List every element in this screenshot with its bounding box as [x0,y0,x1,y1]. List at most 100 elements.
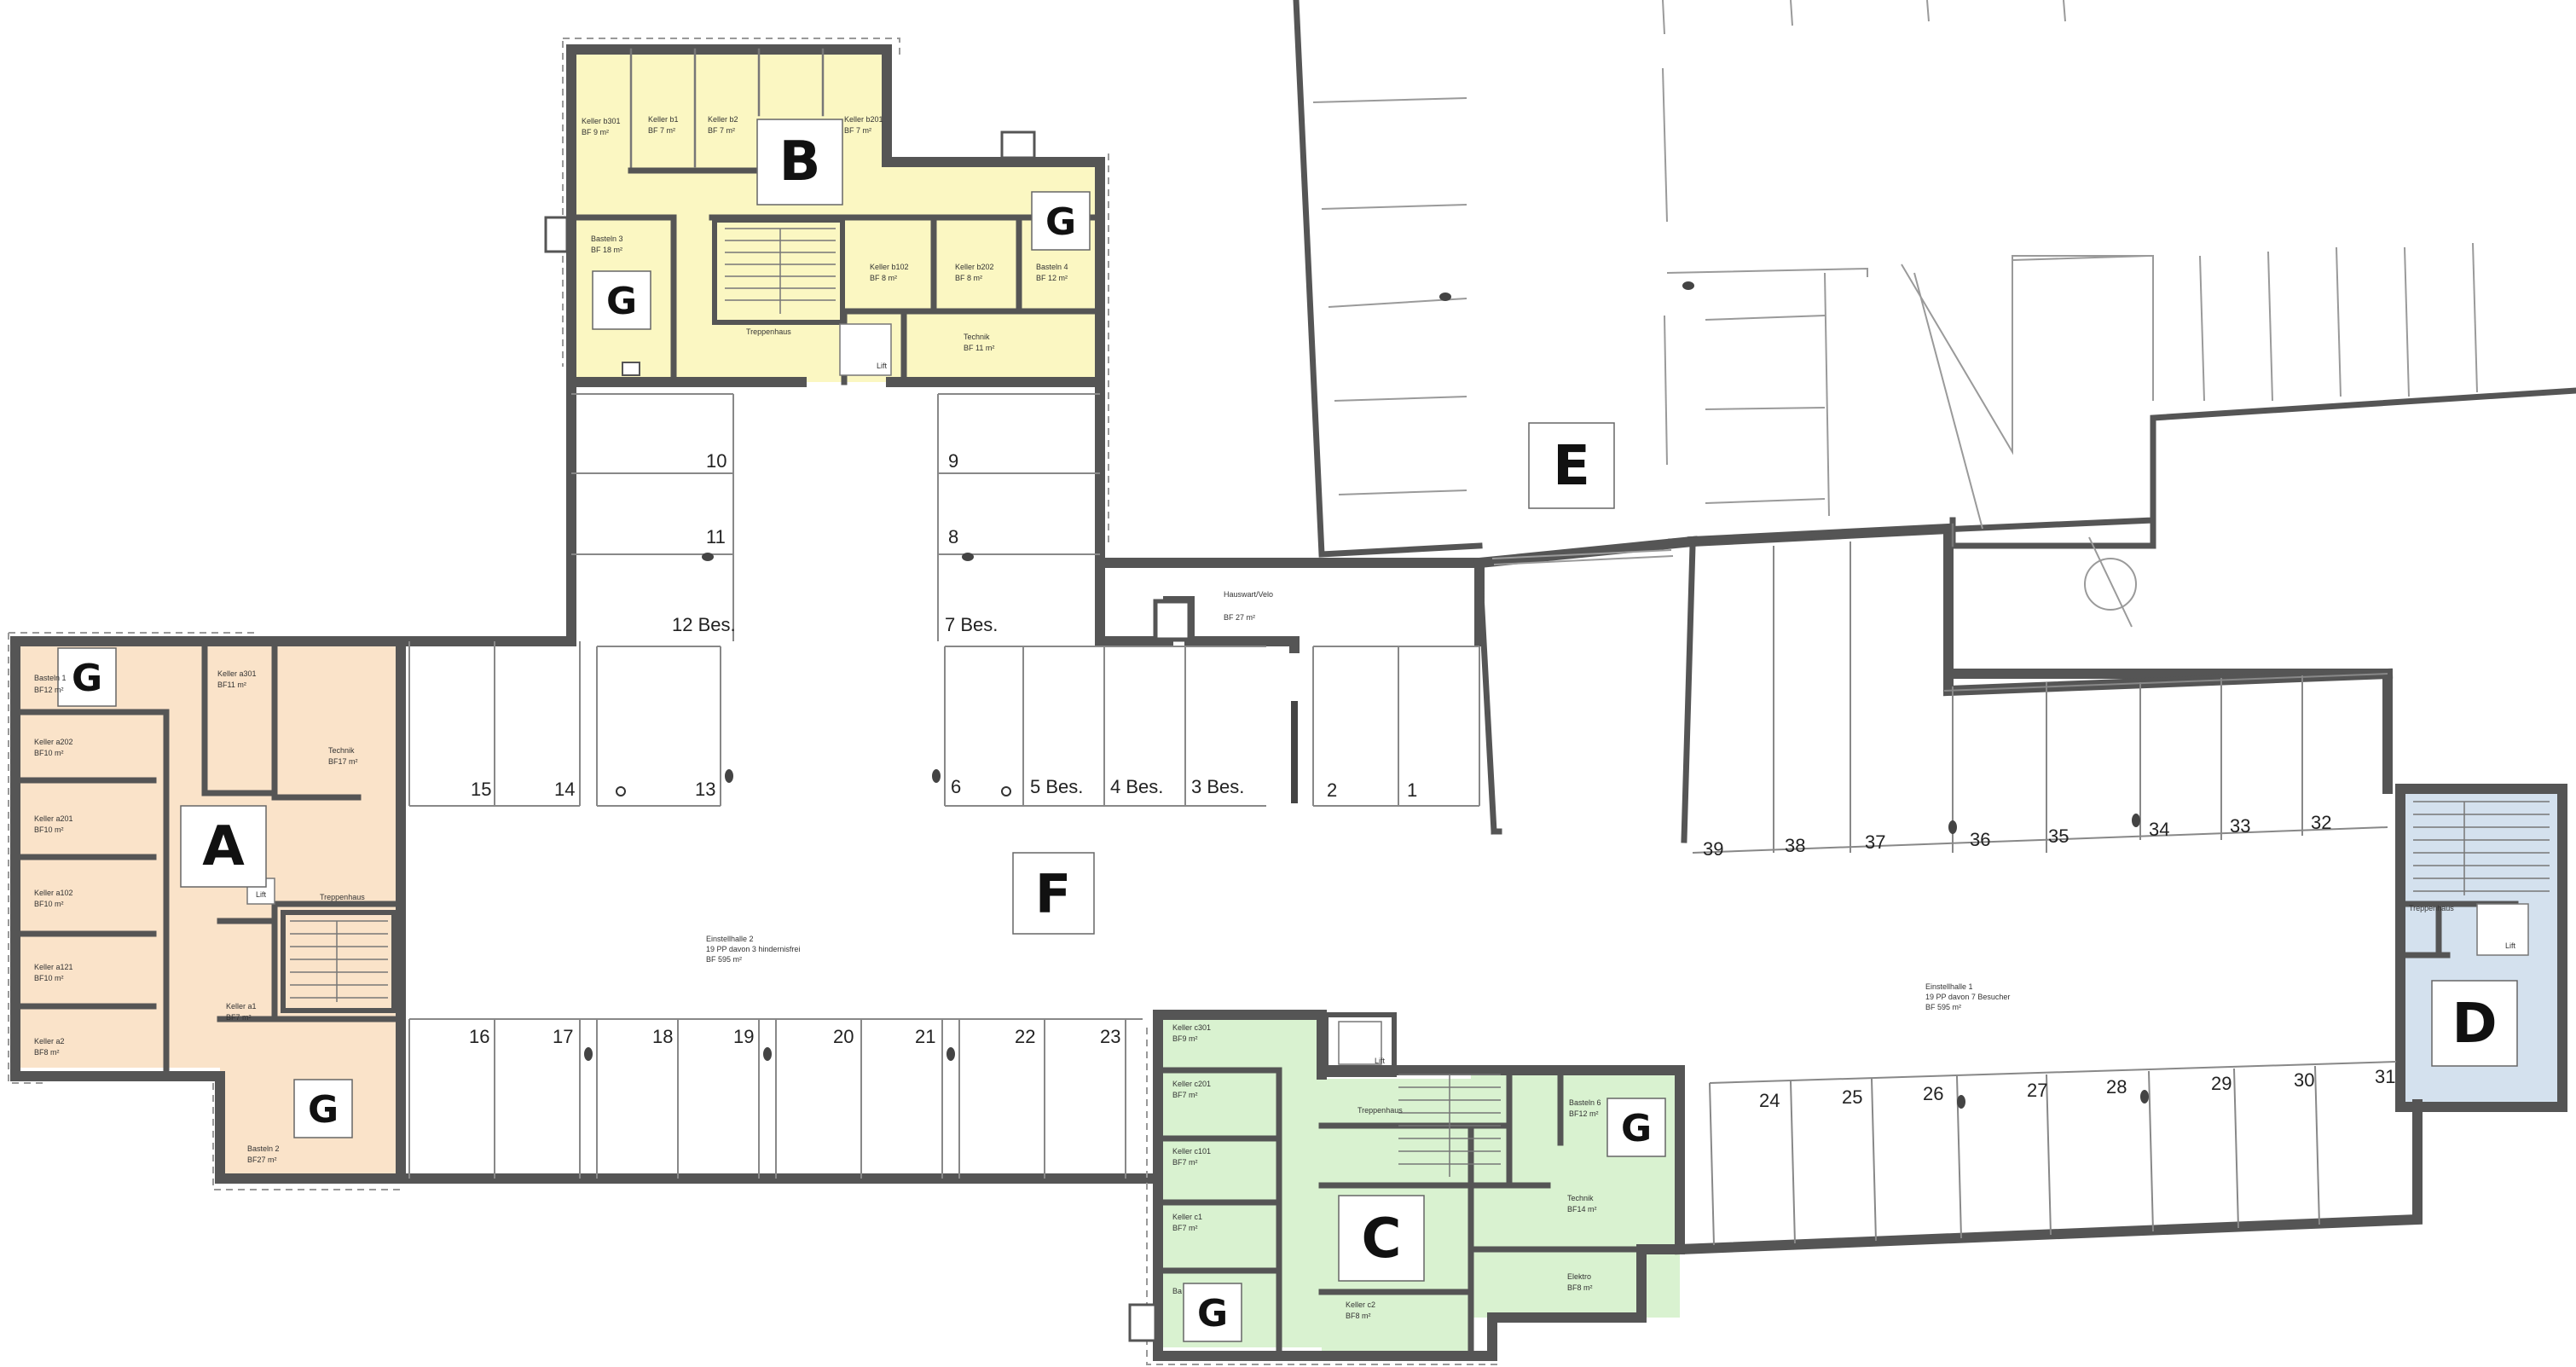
parking-20: 20 [833,1026,854,1047]
parking-1: 1 [1407,779,1417,801]
svg-text:BF17 m²: BF17 m² [328,757,358,766]
svg-text:Einstellhalle 1: Einstellhalle 1 [1925,982,1973,991]
zone-f-label: F [1012,852,1095,935]
parking-24: 24 [1759,1090,1780,1111]
svg-text:Basteln 3: Basteln 3 [591,235,623,243]
svg-text:Technik: Technik [328,746,355,755]
svg-text:19 PP davon 7 Besucher: 19 PP davon 7 Besucher [1925,993,2010,1001]
svg-text:BF7 m²: BF7 m² [1172,1091,1198,1099]
svg-text:BF 27 m²: BF 27 m² [1224,613,1255,622]
svg-text:Keller b1: Keller b1 [648,115,679,124]
svg-text:Keller b301: Keller b301 [582,117,621,125]
hauswart-labels: Hauswart/Velo BF 27 m² [1224,590,1273,622]
svg-text:E: E [1553,435,1590,498]
svg-text:G: G [72,657,102,700]
svg-text:BF 8 m²: BF 8 m² [955,274,982,282]
svg-text:Keller a202: Keller a202 [34,738,73,746]
svg-text:F: F [1035,863,1071,925]
parking-39: 39 [1703,838,1723,860]
parking-9: 9 [948,450,958,472]
einstellhalle2-label: Einstellhalle 2 19 PP davon 3 hindernisf… [706,935,800,964]
parking-bays [408,393,2397,1246]
svg-text:Keller c201: Keller c201 [1172,1080,1211,1088]
svg-text:Treppenhaus: Treppenhaus [320,893,365,901]
svg-text:C: C [1362,1208,1402,1271]
svg-text:Technik: Technik [964,333,990,341]
parking-3: 3 Bes. [1191,776,1244,797]
zone-d-label: D [2431,980,2518,1067]
svg-text:BF7 m²: BF7 m² [226,1013,252,1022]
parking-6: 6 [951,776,961,797]
dashed-outlines [8,38,1501,1365]
svg-text:Basteln 4: Basteln 4 [1036,263,1068,271]
svg-text:Basteln 6: Basteln 6 [1569,1098,1601,1107]
building-a-labels: Basteln 1 BF12 m² Keller a301 BF11 m² Te… [34,669,365,1164]
stair-d [2413,801,2550,895]
parking-4: 4 Bes. [1110,776,1163,797]
parking-36: 36 [1970,829,1990,850]
svg-text:Keller c2: Keller c2 [1346,1300,1375,1309]
parking-17: 17 [553,1026,573,1047]
zone-e-label: E [1528,422,1615,509]
building-b-labels: Keller b301 BF 9 m² Keller b1 BF 7 m² Ke… [582,115,1068,370]
building-d-labels: Treppenhaus Lift [2409,904,2516,950]
svg-text:BF 8 m²: BF 8 m² [870,274,897,282]
wheelchair-icon [616,786,1011,796]
svg-text:BF 595 m²: BF 595 m² [1925,1003,1961,1011]
parking-8: 8 [948,526,958,547]
zone-b-label: B [756,119,843,206]
svg-text:B: B [779,130,821,194]
parking-32: 32 [2311,812,2331,833]
svg-text:BF8 m²: BF8 m² [1567,1283,1593,1292]
svg-text:Elektro: Elektro [1567,1272,1591,1281]
svg-text:BF11 m²: BF11 m² [217,681,246,689]
svg-text:BF10 m²: BF10 m² [34,825,64,834]
parking-34: 34 [2149,819,2169,840]
svg-text:Lift: Lift [1375,1057,1386,1065]
svg-text:Ba: Ba [1172,1287,1182,1295]
svg-text:Keller a301: Keller a301 [217,669,257,678]
svg-text:BF 18 m²: BF 18 m² [591,246,622,254]
svg-text:Lift: Lift [877,362,888,370]
svg-text:G: G [606,280,637,323]
svg-text:Keller b2: Keller b2 [708,115,738,124]
parking-21: 21 [915,1026,935,1047]
svg-text:BF10 m²: BF10 m² [34,974,64,982]
zone-a-label: A [180,805,267,888]
svg-text:Keller c101: Keller c101 [1172,1147,1211,1156]
svg-text:BF10 m²: BF10 m² [34,900,64,908]
stair-b [725,228,836,314]
parking-28: 28 [2106,1076,2127,1098]
svg-text:BF27 m²: BF27 m² [247,1156,277,1164]
parking-25: 25 [1842,1086,1862,1108]
svg-text:Keller b102: Keller b102 [870,263,909,271]
svg-text:19 PP davon 3 hindernisfrei: 19 PP davon 3 hindernisfrei [706,945,800,953]
svg-text:Lift: Lift [256,890,267,899]
svg-text:Basteln 1: Basteln 1 [34,674,67,682]
parking-18: 18 [652,1026,673,1047]
einstellhalle1-label: Einstellhalle 1 19 PP davon 7 Besucher B… [1925,982,2010,1011]
svg-text:BF10 m²: BF10 m² [34,749,64,757]
svg-text:BF8 m²: BF8 m² [34,1048,60,1057]
svg-text:G: G [1045,200,1076,244]
svg-text:BF 7 m²: BF 7 m² [648,126,675,135]
building-d-interior [2397,801,2550,959]
parking-10: 10 [706,450,726,472]
parking-38: 38 [1785,835,1805,856]
parking-13: 13 [695,779,715,800]
parking-19: 19 [733,1026,754,1047]
e-area-lines [1312,0,2478,628]
svg-text:BF 7 m²: BF 7 m² [708,126,735,135]
svg-text:Keller a102: Keller a102 [34,889,73,897]
svg-text:Keller b202: Keller b202 [955,263,994,271]
building-c-interior [1128,1012,1645,1359]
parking-16: 16 [469,1026,489,1047]
svg-text:BF 12 m²: BF 12 m² [1036,274,1068,282]
svg-text:Einstellhalle 2: Einstellhalle 2 [706,935,754,943]
svg-text:Keller b201: Keller b201 [844,115,883,124]
parking-2: 2 [1327,779,1337,801]
svg-text:BF 9 m²: BF 9 m² [582,128,609,136]
svg-text:BF12 m²: BF12 m² [34,686,64,694]
svg-text:Technik: Technik [1567,1194,1594,1202]
svg-text:Keller c1: Keller c1 [1172,1213,1202,1221]
